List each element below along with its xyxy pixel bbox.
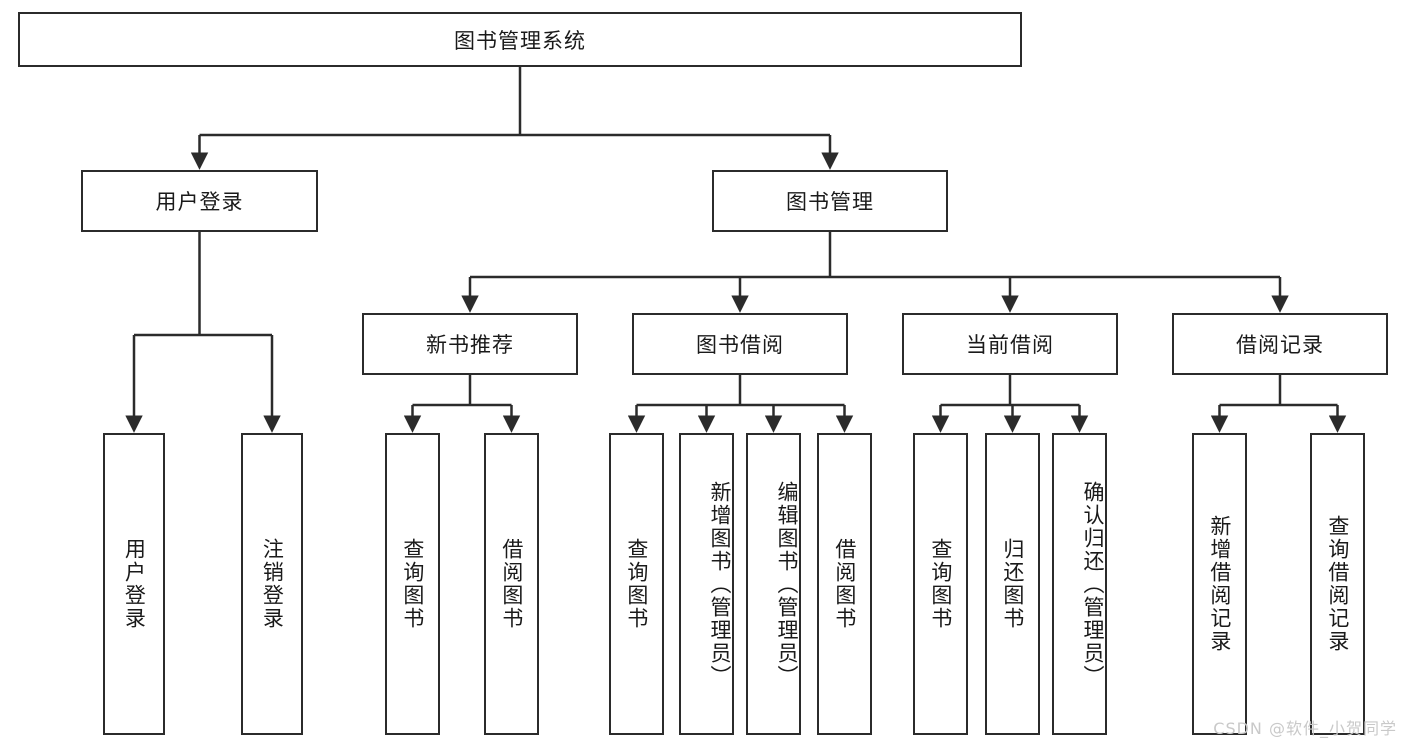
node-leaf-edit-book[interactable]: 编辑图书（管理员） [746, 433, 801, 735]
node-leaf-confirm-return[interactable]: 确认归还（管理员） [1052, 433, 1107, 735]
node-root[interactable]: 图书管理系统 [18, 12, 1022, 67]
node-current-borrow[interactable]: 当前借阅 [902, 313, 1118, 375]
node-new-book-recommend[interactable]: 新书推荐 [362, 313, 578, 375]
node-leaf-user-login[interactable]: 用户登录 [103, 433, 165, 735]
node-leaf-return-book[interactable]: 归还图书 [985, 433, 1040, 735]
node-user-login[interactable]: 用户登录 [81, 170, 318, 232]
node-leaf-logout[interactable]: 注销登录 [241, 433, 303, 735]
node-book-manage[interactable]: 图书管理 [712, 170, 948, 232]
node-leaf-query-record[interactable]: 查询借阅记录 [1310, 433, 1365, 735]
node-leaf-borrow-book-2[interactable]: 借阅图书 [817, 433, 872, 735]
node-leaf-add-book[interactable]: 新增图书（管理员） [679, 433, 734, 735]
node-leaf-query-book-3[interactable]: 查询图书 [913, 433, 968, 735]
node-leaf-add-record[interactable]: 新增借阅记录 [1192, 433, 1247, 735]
node-leaf-query-book-1[interactable]: 查询图书 [385, 433, 440, 735]
node-leaf-query-book-2[interactable]: 查询图书 [609, 433, 664, 735]
node-borrow-record[interactable]: 借阅记录 [1172, 313, 1388, 375]
node-book-borrow[interactable]: 图书借阅 [632, 313, 848, 375]
node-leaf-borrow-book-1[interactable]: 借阅图书 [484, 433, 539, 735]
